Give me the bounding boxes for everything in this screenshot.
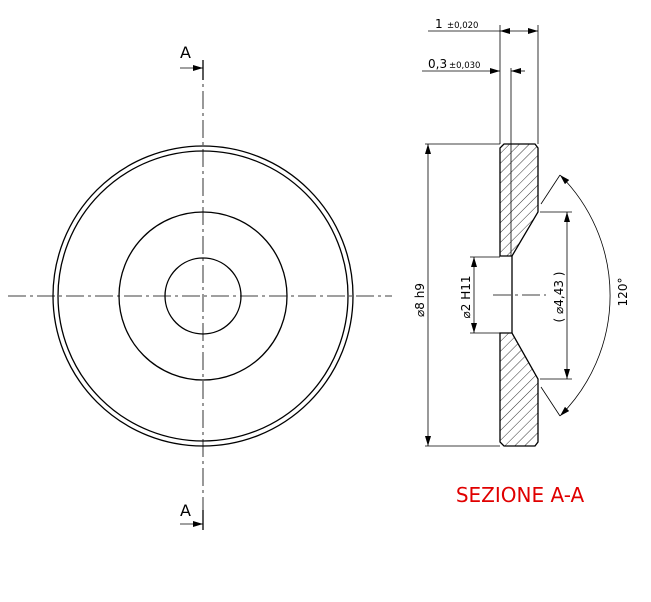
section-title: SEZIONE A-A xyxy=(456,483,585,507)
thickness-value: 1 xyxy=(435,17,443,31)
section-upper xyxy=(499,143,539,257)
countersink-angle-label: 120° xyxy=(616,278,630,307)
section-mark-bottom: A xyxy=(180,501,191,520)
hole-diameter-label: ⌀2 H11 xyxy=(459,276,473,319)
step-value: 0,3 xyxy=(428,57,447,71)
section-view: 1 ±0,020 0,3 ±0,030 ⌀8 h9 ⌀2 H11 ( ⌀4,43… xyxy=(413,17,630,447)
countersink-diameter-label: ( ⌀4,43 ) xyxy=(552,272,566,323)
outer-diameter-label: ⌀8 h9 xyxy=(413,283,427,317)
thickness-tolerance: ±0,020 xyxy=(447,21,478,31)
front-view: A A xyxy=(8,43,392,530)
ext-line xyxy=(540,174,561,205)
step-tolerance: ±0,030 xyxy=(449,61,480,71)
ext-line xyxy=(540,386,561,417)
section-lower xyxy=(499,332,539,447)
section-mark-top: A xyxy=(180,43,191,62)
angle-dimension-arc xyxy=(559,174,611,417)
